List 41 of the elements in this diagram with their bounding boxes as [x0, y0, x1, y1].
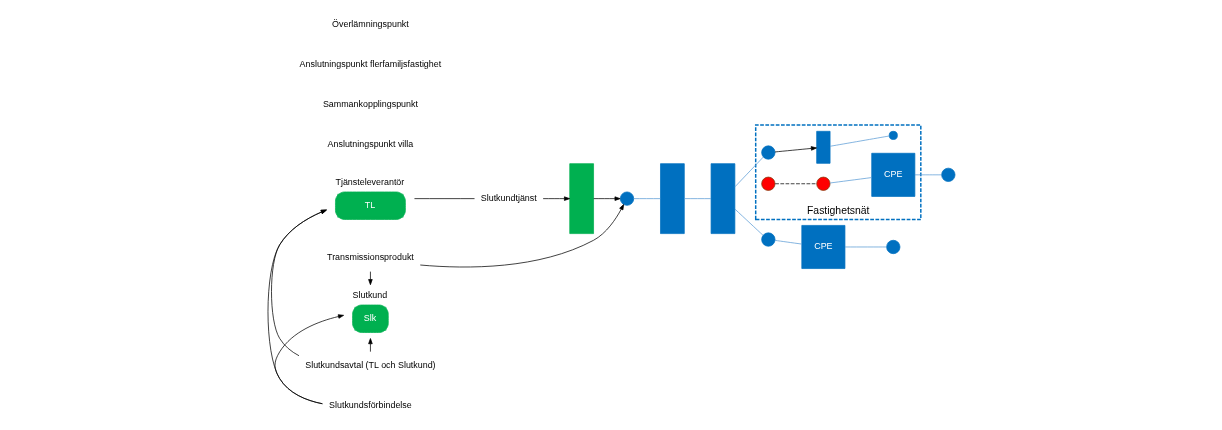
arrow: [774, 146, 817, 153]
node-circle: [885, 239, 900, 255]
node-circle: [619, 191, 634, 206]
arrow: [592, 196, 620, 201]
connector: [734, 208, 763, 236]
node-label: Slutkund: [352, 290, 387, 300]
node-circle: [888, 130, 898, 140]
connector: [734, 156, 764, 188]
node-bar: [710, 163, 735, 234]
connector: [829, 135, 890, 147]
node-label: Tjänsteleverantör: [334, 176, 404, 187]
node-box: CPE: [800, 225, 845, 269]
node-circle: [815, 176, 830, 191]
connector: [774, 240, 802, 245]
label: Överlämningspunkt: [331, 18, 409, 29]
connector: [844, 246, 887, 248]
node-bar: [568, 163, 594, 234]
arrow: [270, 209, 327, 357]
connector: [683, 198, 711, 199]
node-circle: [760, 232, 775, 247]
node-bar: [815, 130, 830, 164]
label: Anslutningspunkt flerfamiljsfastighet: [299, 59, 441, 70]
label: Anslutningspunkt villa: [327, 139, 413, 150]
node-bar: [659, 163, 685, 234]
node-text: Transmissionsprodukt: [326, 252, 414, 263]
node-text: Slutkundsförbindelse: [328, 399, 412, 410]
node-text: Slutkundtjänst: [480, 192, 537, 203]
node-box: CPE: [870, 152, 915, 197]
node-circle: [760, 176, 775, 191]
connector: [914, 174, 942, 176]
arrow: [367, 271, 373, 286]
connector: [633, 198, 661, 199]
arrow: [419, 204, 624, 268]
arrow: [274, 314, 344, 405]
arrow: [542, 196, 570, 201]
connector: [829, 177, 872, 184]
arrow: [367, 338, 373, 352]
node-text: Slutkundsavtal (TL och Slutkund): [304, 359, 436, 370]
node-circle: [760, 145, 775, 160]
label: Sammankopplingspunkt: [322, 99, 418, 110]
node-circle: [940, 167, 955, 182]
